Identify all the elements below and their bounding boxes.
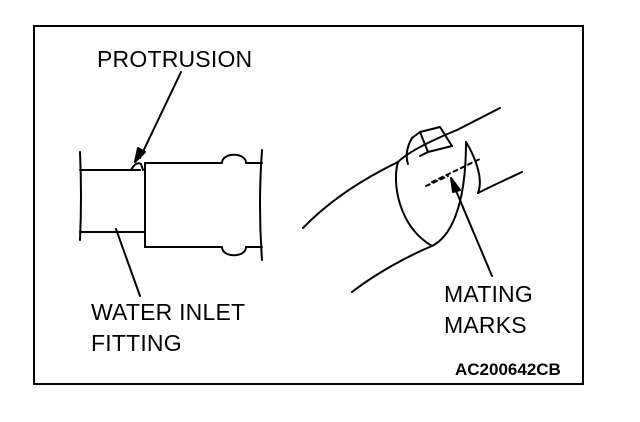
hose-right bbox=[302, 161, 433, 293]
water-inlet-label-line1: WATER INLET bbox=[91, 299, 246, 325]
protrusion-leader bbox=[134, 71, 182, 163]
protrusion-bump bbox=[130, 162, 144, 171]
pipe-right bbox=[456, 107, 523, 194]
mating-leader bbox=[450, 177, 493, 277]
mating-marks-label-line1: MATING bbox=[444, 281, 533, 307]
water-inlet-leader bbox=[115, 228, 141, 297]
protrusion-label: PROTRUSION bbox=[97, 46, 253, 72]
hose-left bbox=[144, 149, 263, 261]
figure-frame bbox=[33, 25, 584, 385]
hose-clamp bbox=[397, 126, 467, 247]
figure-code: AC200642CB bbox=[455, 360, 561, 379]
water-inlet-label-line2: FITTING bbox=[91, 330, 182, 356]
mating-marks-label-line2: MARKS bbox=[444, 312, 527, 338]
mating-marks bbox=[425, 157, 483, 187]
